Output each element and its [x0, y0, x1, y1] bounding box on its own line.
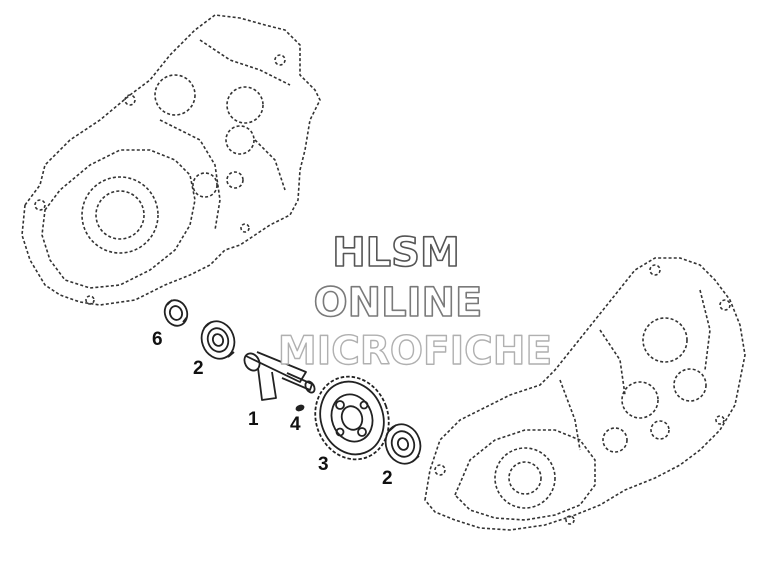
right-case-boss-2	[673, 368, 707, 402]
part-4-pin	[295, 404, 305, 412]
right-case-boss-4	[602, 427, 628, 453]
callout-2-lower: 2	[382, 468, 393, 489]
left-case-hole-2	[274, 54, 286, 66]
right-case-main-bore-inner	[508, 461, 542, 495]
right-case-hole-2	[719, 299, 731, 311]
left-case-inner-edge	[41, 149, 196, 289]
left-case-boss-2	[226, 86, 264, 124]
callout-6: 6	[152, 329, 163, 350]
part-2-ball-bearing-lower	[384, 423, 422, 465]
right-case-inner-edge	[454, 429, 596, 521]
left-crankcase-half	[21, 14, 321, 306]
left-case-main-bore	[81, 176, 159, 254]
right-case-rib-3	[699, 289, 711, 371]
left-case-rib-3	[254, 139, 286, 191]
right-case-hole-3	[434, 464, 446, 476]
watermark-line-2: ONLINE	[314, 280, 483, 326]
right-case-outline	[424, 257, 746, 531]
left-case-boss-1	[154, 74, 196, 116]
right-case-main-bore	[494, 447, 556, 509]
right-crankcase-half	[424, 257, 746, 531]
part-3-gear	[314, 375, 390, 461]
watermark-line-3: MICROFICHE	[278, 329, 552, 374]
watermark-line-1: HLSM	[332, 230, 460, 276]
right-case-hole-5	[715, 415, 725, 425]
left-case-hole-3	[34, 199, 46, 211]
left-case-rib-1	[199, 39, 291, 86]
left-case-boss-4	[192, 172, 218, 198]
left-case-boss-5	[226, 171, 244, 189]
right-case-rib-1	[559, 379, 581, 451]
part-1-shaft	[243, 351, 316, 401]
left-case-hole-4	[85, 295, 95, 305]
callout-1: 1	[248, 409, 259, 430]
right-case-boss-3	[621, 381, 659, 419]
watermark: HLSM ONLINE MICROFICHE	[277, 229, 553, 375]
right-case-hole-4	[565, 515, 575, 525]
right-case-rib-2	[599, 329, 626, 396]
right-case-boss-1	[642, 317, 688, 363]
callout-3: 3	[318, 454, 329, 475]
right-case-boss-5	[650, 420, 670, 440]
right-case-hole-1	[649, 264, 661, 276]
callout-2-upper: 2	[193, 358, 204, 379]
callout-4: 4	[290, 414, 301, 435]
part-6-oil-seal	[163, 299, 189, 327]
left-case-main-bore-inner	[95, 190, 145, 240]
left-case-hole-5	[240, 223, 250, 233]
left-case-boss-3	[225, 125, 255, 155]
left-case-rib-2	[159, 119, 221, 231]
part-2-ball-bearing-upper	[200, 320, 236, 360]
left-case-hole-1	[124, 94, 136, 106]
